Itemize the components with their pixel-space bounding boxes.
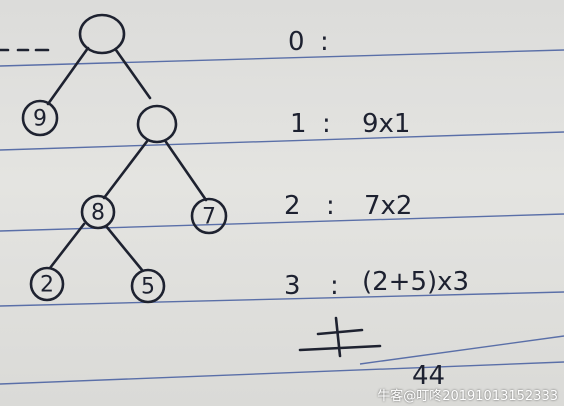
- ruled-lines: [0, 49, 564, 385]
- level-rows: 0 : 1 : 9x1 2 : 7x2 3 : (2+5)x3: [284, 27, 469, 301]
- row-1-level: 1: [290, 109, 307, 139]
- ruled-line: [0, 49, 564, 67]
- row-3-sep: :: [330, 271, 339, 301]
- internal-node-8: [80, 194, 116, 230]
- leaf-label-5: 5: [141, 275, 155, 300]
- row-0-sep: :: [320, 27, 329, 57]
- edge-root-9: [46, 46, 90, 106]
- edge-root-internal: [114, 48, 152, 100]
- watermark: 牛客@叮咚20191013152333: [377, 389, 558, 404]
- sum-plus-mark: [298, 316, 382, 358]
- total-value: 44: [412, 361, 445, 391]
- row-3-level: 3: [284, 271, 301, 301]
- ruled-line: [359, 335, 564, 365]
- leaf-label-2: 2: [40, 273, 54, 298]
- leaf-label-9: 9: [33, 107, 47, 132]
- root-node: [78, 13, 126, 55]
- row-2-level: 2: [284, 191, 301, 221]
- edge-internal-7: [164, 140, 208, 202]
- tree-edges: [46, 46, 208, 272]
- internal-node: [136, 104, 178, 144]
- row-0-level: 0: [288, 27, 305, 57]
- row-3-expr: (2+5)x3: [362, 267, 469, 297]
- leaf-label-7: 7: [202, 205, 216, 230]
- internal-label-8: 8: [91, 201, 105, 226]
- row-1-expr: 9x1: [362, 109, 410, 139]
- row-2-expr: 7x2: [364, 191, 412, 221]
- ruled-line: [0, 361, 564, 385]
- ruled-line: [0, 291, 564, 307]
- ruled-line: [0, 131, 564, 151]
- tree-nodes: 9 8 7 2 5: [21, 13, 228, 304]
- row-2-sep: :: [326, 191, 335, 221]
- edge-8-5: [104, 224, 144, 272]
- leaf-node-5: [130, 268, 166, 304]
- leaf-node-2: [29, 266, 65, 302]
- leaf-node-9: [21, 99, 59, 137]
- row-1-sep: :: [322, 109, 331, 139]
- edge-8-2: [48, 222, 86, 270]
- leaf-node-7: [190, 197, 228, 235]
- edge-internal-8: [102, 138, 150, 200]
